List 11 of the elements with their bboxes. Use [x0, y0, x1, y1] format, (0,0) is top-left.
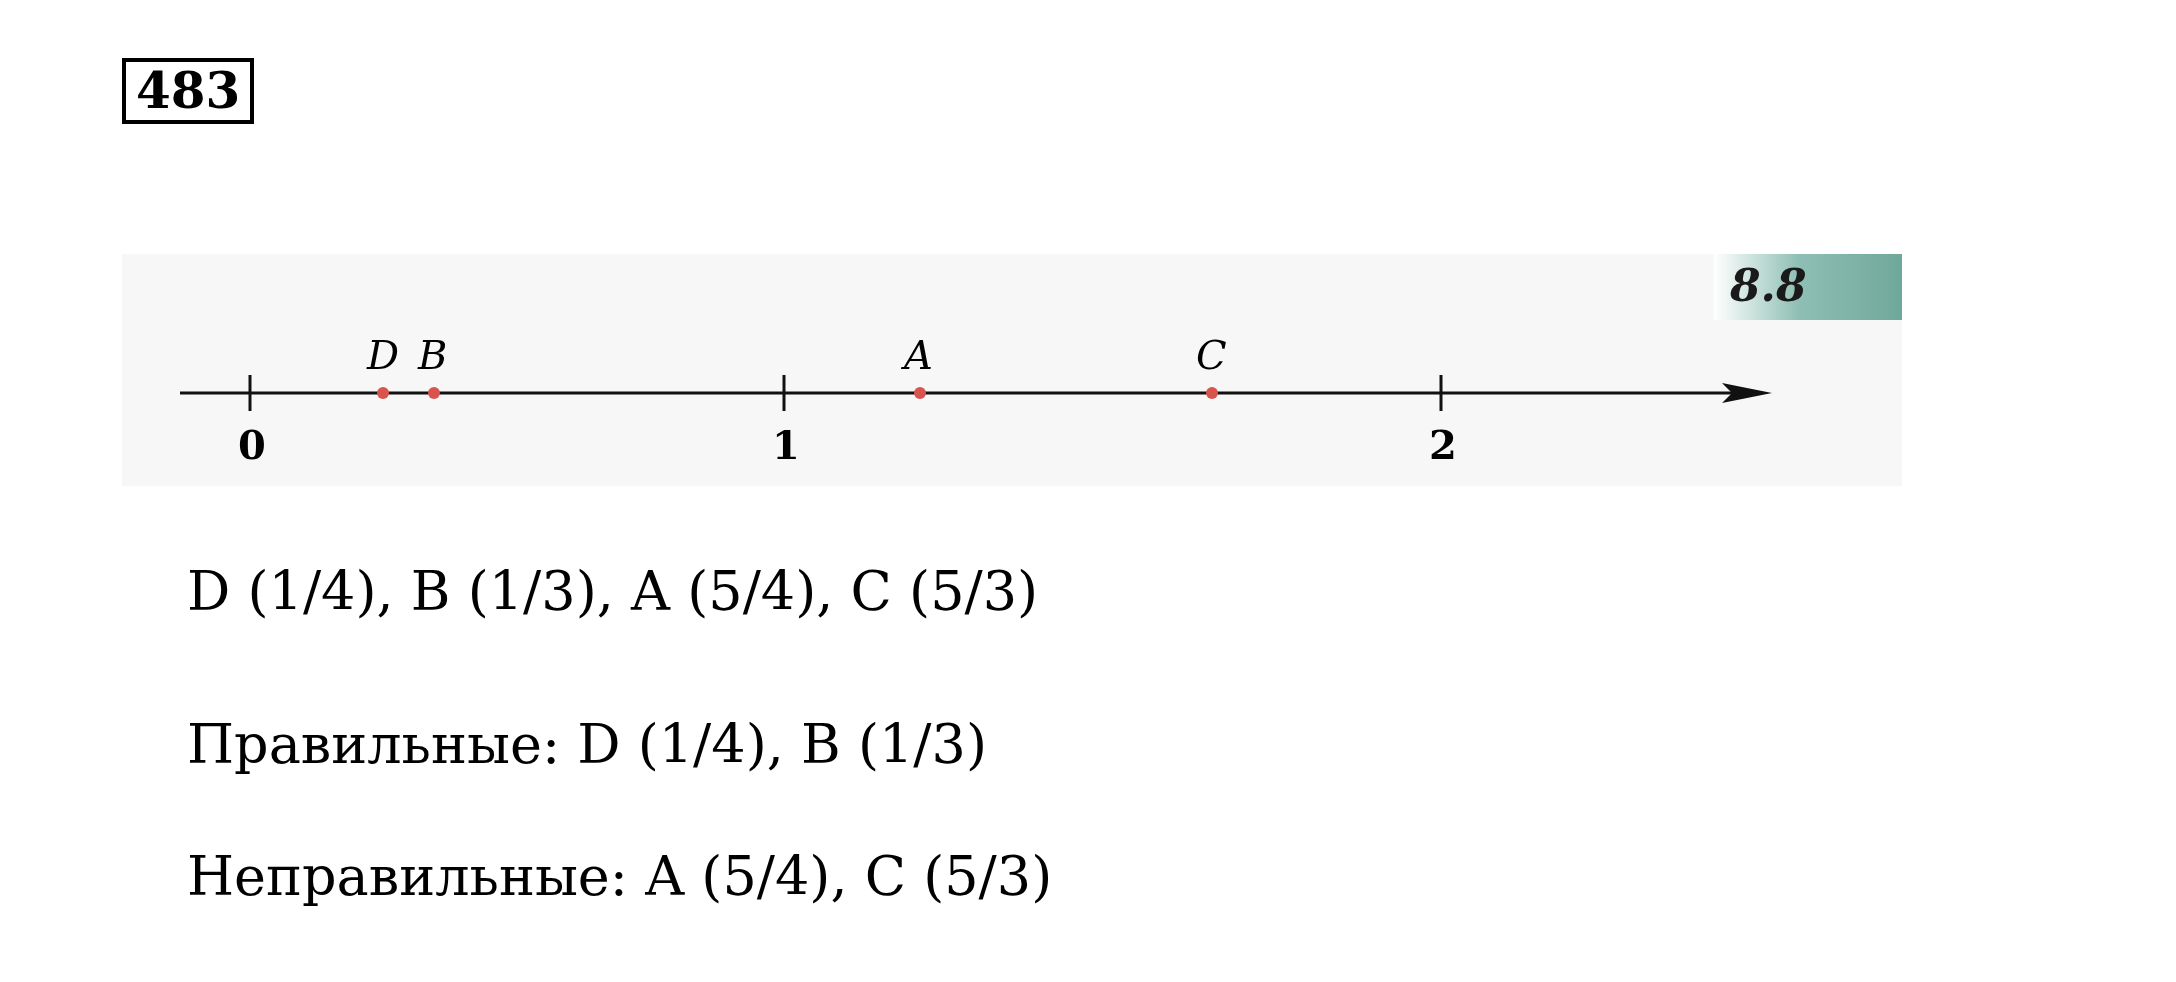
tick-label: 2 [1429, 425, 1457, 465]
point-label: B [418, 335, 448, 375]
answer-text: D (1/4), B (1/3), A (5/4), C (5/3) [187, 565, 1039, 619]
point-label: C [1196, 335, 1227, 375]
tick-label: 1 [772, 425, 800, 465]
point-label: D [367, 335, 400, 375]
exercise-number: 483 [122, 58, 255, 124]
figure-number: 8.8 [1730, 264, 1807, 308]
tick-label: 0 [238, 425, 266, 465]
answer-text: Правильные: D (1/4), B (1/3) [187, 718, 987, 772]
answer-text: Неправильные: A (5/4), C (5/3) [187, 850, 1053, 904]
